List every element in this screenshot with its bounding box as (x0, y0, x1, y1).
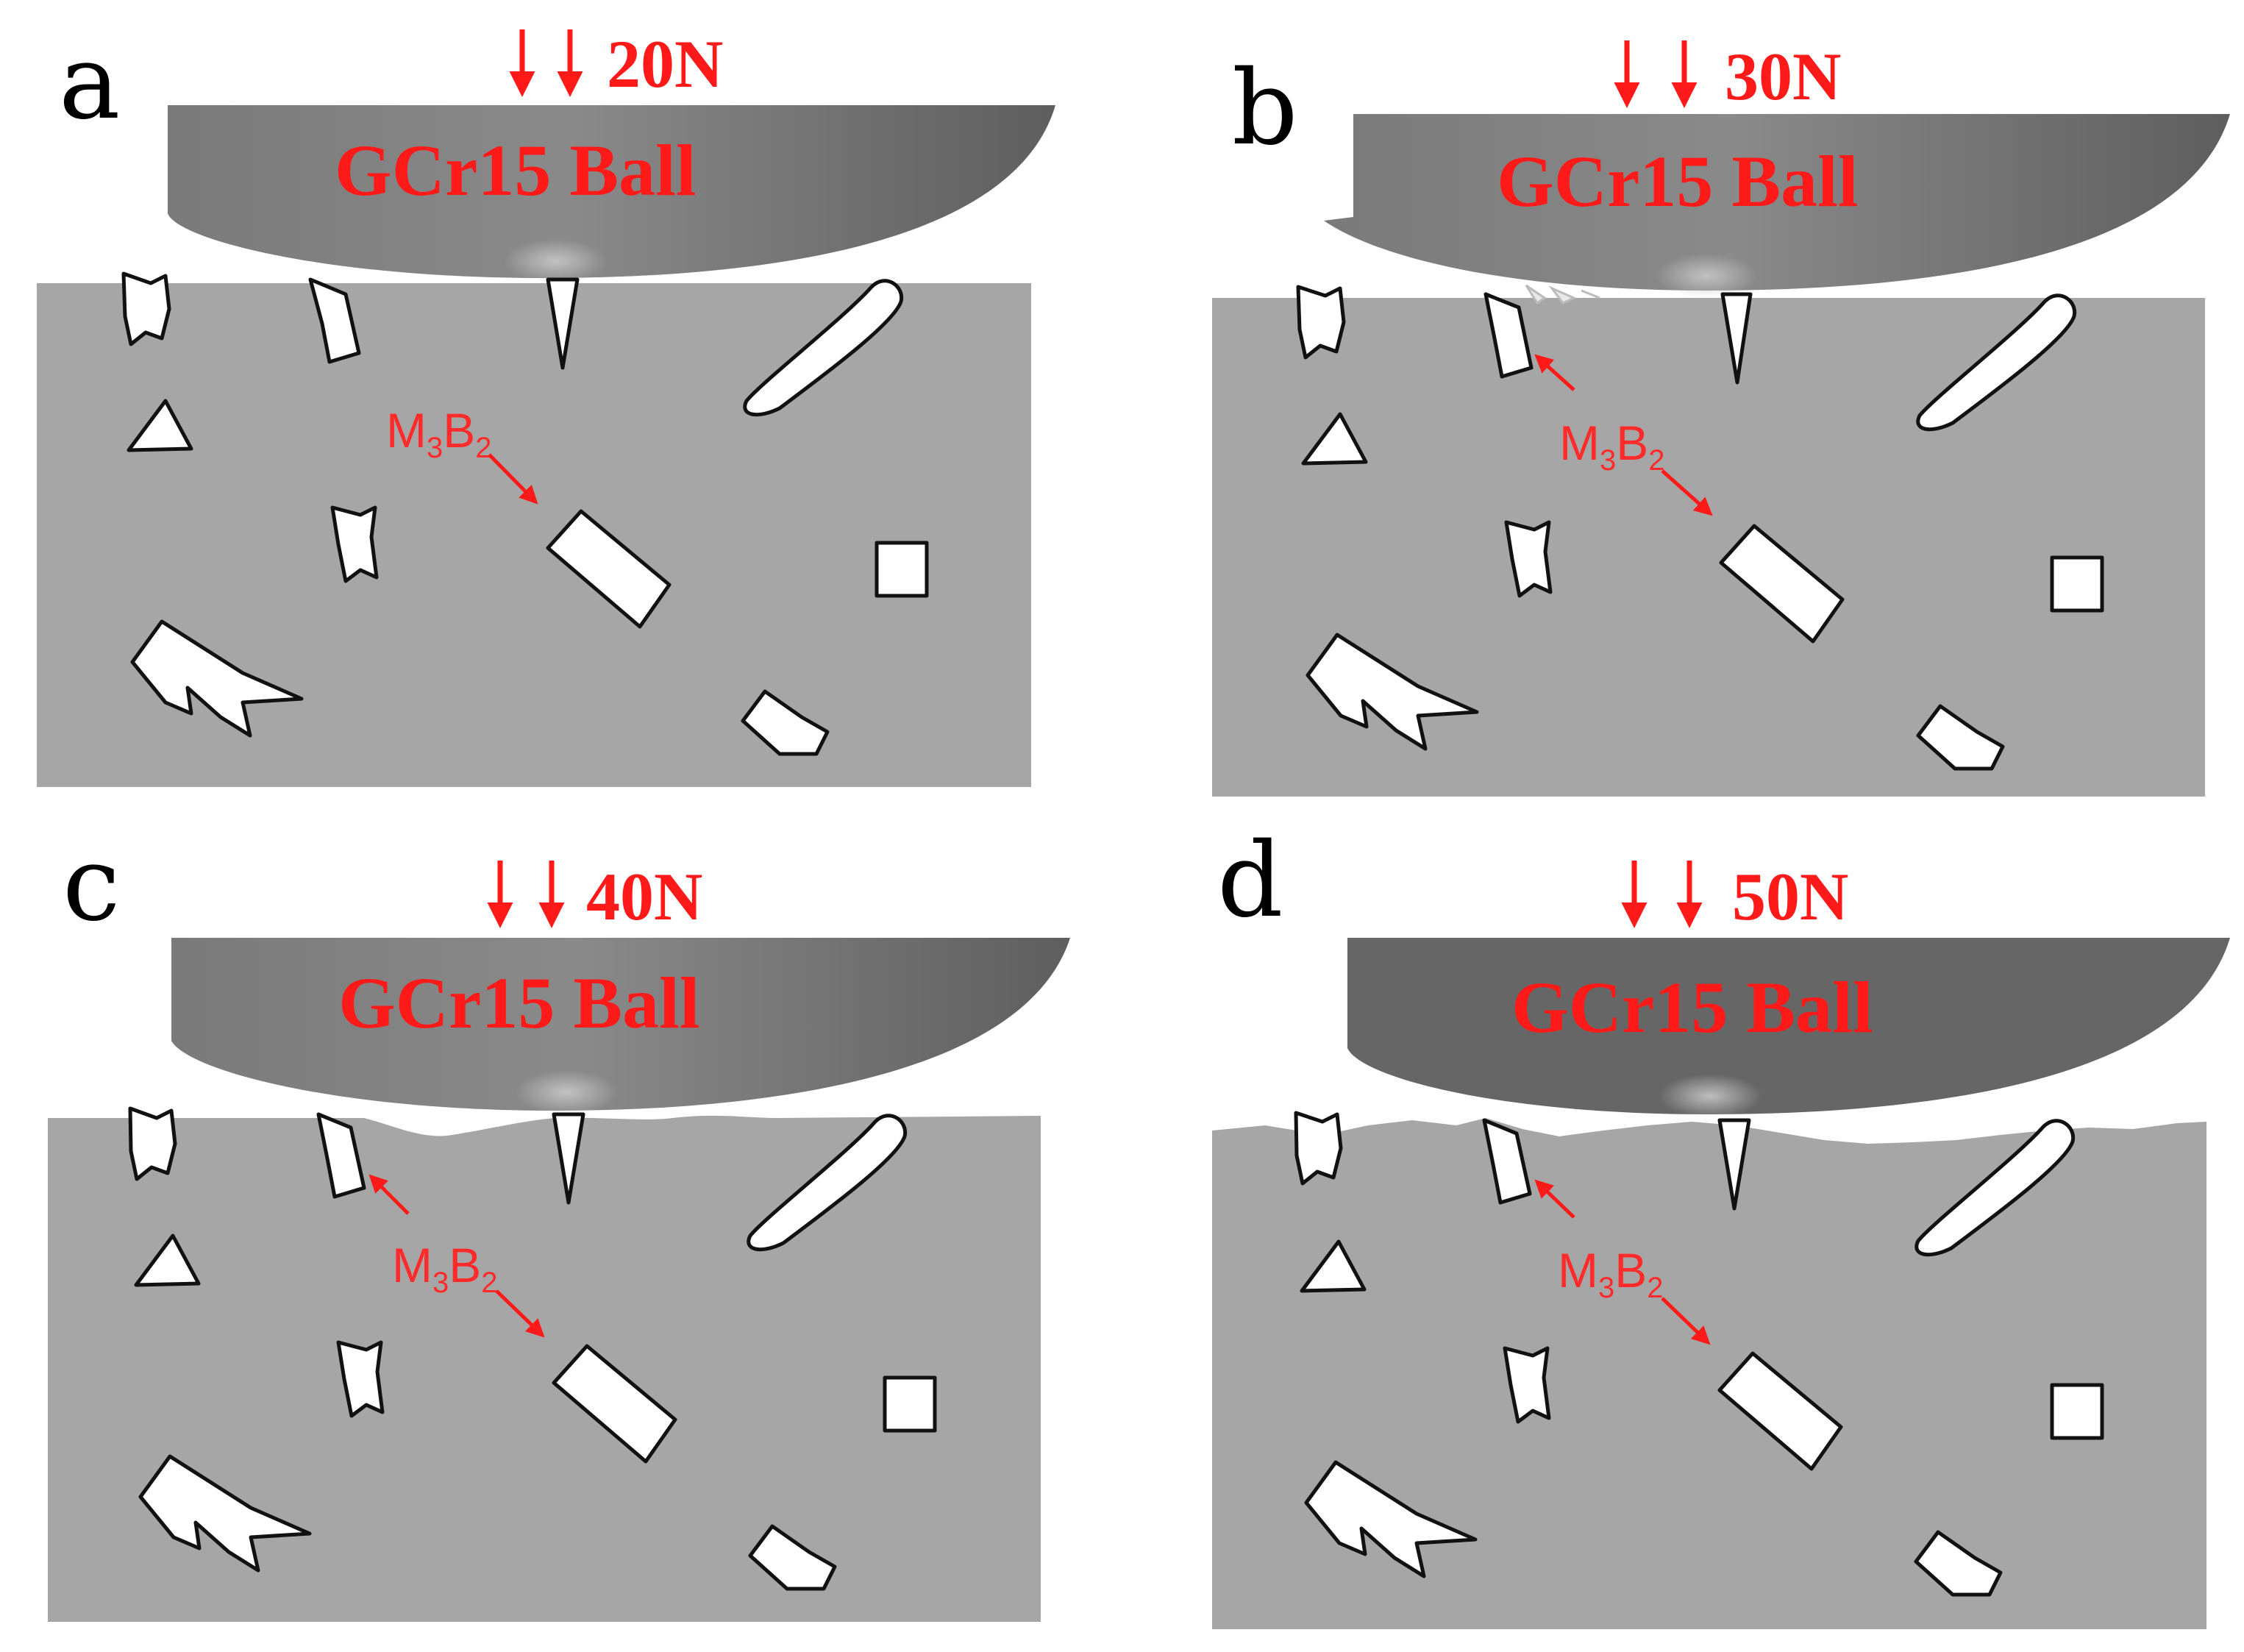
particle (2050, 555, 2104, 613)
particle (130, 619, 304, 738)
wear-debris (1525, 284, 1600, 305)
load-value: 20N (607, 26, 723, 102)
contact-zone (504, 239, 607, 283)
substrate-matrix (1212, 1118, 2206, 1629)
particle (546, 277, 580, 370)
particle (1717, 1118, 1751, 1211)
load-indicator: 50N (1621, 859, 1848, 934)
load-indicator: 20N (509, 26, 723, 102)
particle (1301, 412, 1368, 466)
gcr15-ball (1324, 114, 2230, 291)
m3b2-particles (128, 1106, 937, 1591)
particle (1483, 292, 1534, 379)
panel-letter: c (63, 825, 120, 944)
particle (1504, 520, 1553, 598)
particle (743, 279, 904, 417)
particle (741, 689, 830, 756)
m3b2-particles (1294, 1111, 2104, 1597)
particle (1914, 1119, 2076, 1257)
phase-label: M3B2 (386, 403, 492, 464)
ball-label: GCr15 Ball (335, 129, 697, 211)
gcr15-ball (1347, 938, 2230, 1114)
particle (336, 1340, 385, 1418)
particle (1717, 1351, 1843, 1471)
load-indicator: 30N (1614, 39, 1841, 114)
particle (1482, 1118, 1532, 1205)
panel-letter: a (59, 23, 120, 143)
particle (2050, 1383, 2104, 1440)
m3b2-particles (1296, 285, 2104, 771)
phase-label: M3B2 (1559, 416, 1665, 477)
particle (1720, 292, 1753, 385)
load-indicator: 40N (487, 859, 702, 934)
phase-label: M3B2 (392, 1238, 498, 1299)
particle (552, 1112, 585, 1205)
particle (552, 1344, 677, 1464)
contact-zone (1659, 1074, 1762, 1118)
substrate-matrix (48, 1115, 1041, 1622)
phase-annotation: M3B2 (1534, 354, 1713, 516)
particle (883, 1375, 937, 1433)
panel-a: a 20N GCr15 Ball M3B2 (37, 23, 1055, 787)
panel-c: c 40N GCr15 Ball M3B2 (48, 825, 1070, 1622)
particle (1300, 1239, 1367, 1293)
particle (748, 1524, 837, 1591)
particle (1719, 524, 1845, 644)
phase-annotation: M3B2 (386, 403, 538, 505)
gcr15-ball (168, 105, 1055, 278)
load-value: 30N (1725, 39, 1841, 114)
ball-label: GCr15 Ball (1497, 140, 1859, 222)
particle (1914, 1530, 2003, 1597)
panel-b: b 30N GCr15 Ball M3B2 (1212, 39, 2230, 797)
particle (330, 505, 379, 583)
particle (134, 1233, 201, 1287)
particle (875, 541, 929, 598)
panel-d: d 50N GCr15 Ball M3B2 (1212, 821, 2230, 1629)
panel-letter: b (1232, 49, 1298, 168)
contact-zone (1655, 254, 1758, 298)
phase-label: M3B2 (1558, 1243, 1664, 1304)
particle (1294, 1111, 1343, 1186)
contact-zone (515, 1070, 618, 1114)
particle (316, 1112, 366, 1199)
ball-label: GCr15 Ball (1511, 966, 1873, 1048)
particle (1306, 633, 1479, 751)
m3b2-particles (121, 271, 929, 756)
particle (127, 399, 193, 452)
gcr15-ball (171, 938, 1070, 1111)
particle (1304, 1460, 1478, 1578)
particle (1916, 704, 2005, 771)
particle (546, 509, 672, 629)
panel-letter: d (1217, 821, 1283, 941)
particle (1296, 285, 1346, 360)
phase-annotation: M3B2 (368, 1174, 545, 1338)
particle (121, 271, 171, 346)
load-value: 40N (586, 859, 702, 934)
particle (747, 1114, 908, 1252)
particle (308, 277, 361, 364)
load-value: 50N (1732, 859, 1848, 934)
ball-label: GCr15 Ball (338, 962, 700, 1044)
particle (1503, 1346, 1551, 1424)
phase-annotation: M3B2 (1534, 1179, 1711, 1345)
particle (128, 1106, 177, 1181)
particle (1916, 293, 2077, 432)
particle (138, 1454, 312, 1573)
